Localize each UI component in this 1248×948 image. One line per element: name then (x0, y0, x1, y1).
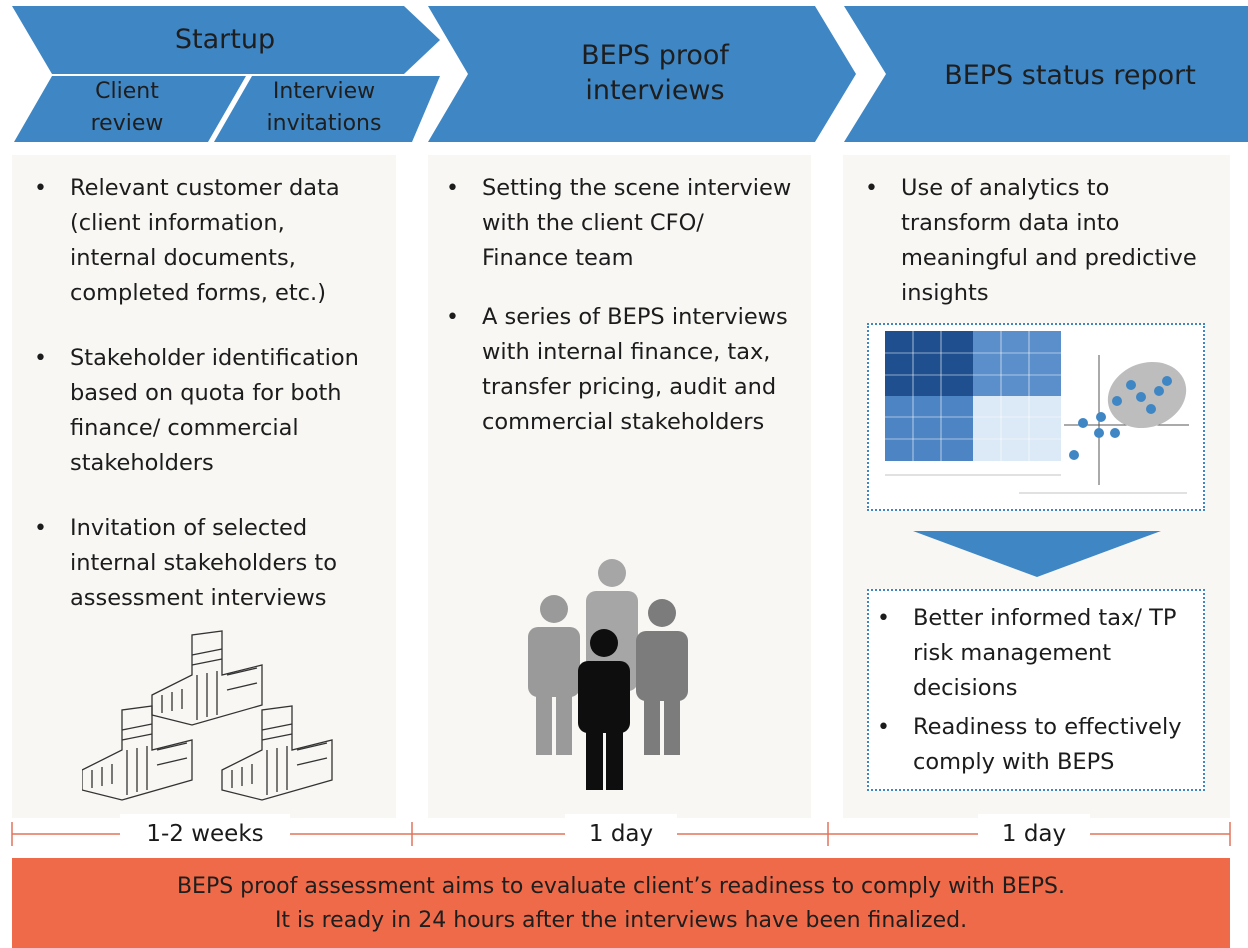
down-arrow-icon (913, 531, 1161, 577)
column-startup: Relevant customer data (client informati… (12, 155, 396, 818)
analytics-chart-icon (885, 331, 1189, 494)
startup-bullet-1: Relevant customer data (client informati… (30, 171, 370, 311)
footer-line-1: BEPS proof assessment aims to evaluate c… (176, 874, 1066, 899)
duration-interviews: 1 day (565, 814, 677, 854)
chevron-beps-status (844, 6, 1248, 142)
chevron-beps-interviews (428, 6, 856, 142)
people-group-icon (528, 559, 688, 790)
interviews-bullet-2: A series of BEPS interviews with interna… (442, 300, 797, 440)
buildings-icon (82, 630, 333, 801)
chevron-client-review (14, 76, 246, 142)
footer-banner: BEPS proof assessment aims to evaluate c… (12, 858, 1230, 948)
stage-startup-title: Startup (174, 24, 276, 55)
outcome-bullet-2: Readiness to effectively comply with BEP… (873, 710, 1193, 780)
process-chevrons (12, 6, 1248, 142)
chevron-interview-invitations (214, 76, 440, 142)
startup-bullet-2: Stakeholder identification based on quot… (30, 341, 370, 481)
stage-beps-interviews-title: BEPS proof interviews (581, 40, 729, 106)
chevron-startup (12, 6, 440, 74)
stage-interview-invitations: Interview invitations (266, 79, 382, 136)
outcomes-box: Better informed tax/ TP risk management … (867, 589, 1205, 791)
column-interviews: Setting the scene interview with the cli… (428, 155, 811, 818)
status-bullet-1: Use of analytics to transform data into … (861, 171, 1216, 311)
column-status-report: Use of analytics to transform data into … (843, 155, 1230, 818)
duration-startup: 1-2 weeks (120, 814, 290, 854)
stage-beps-status-title: BEPS status report (944, 60, 1196, 91)
analytics-chart-frame (867, 323, 1205, 511)
interviews-bullet-1: Setting the scene interview with the cli… (442, 171, 797, 276)
stage-client-review: Client review (90, 79, 164, 136)
startup-bullet-3: Invitation of selected internal stakehol… (30, 511, 370, 616)
outcome-bullet-1: Better informed tax/ TP risk management … (873, 601, 1193, 706)
duration-status: 1 day (978, 814, 1090, 854)
footer-line-2: It is ready in 24 hours after the interv… (274, 908, 968, 933)
